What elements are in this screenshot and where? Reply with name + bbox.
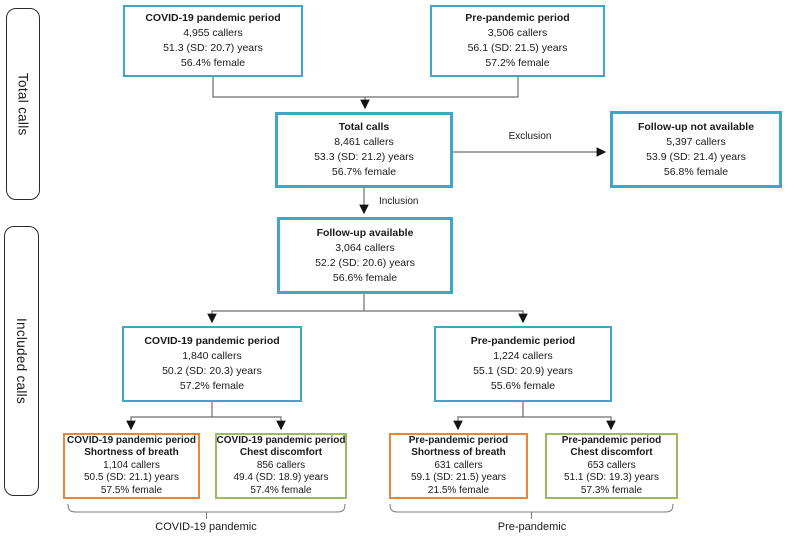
group-label-pre-pandemic: Pre-pandemic bbox=[497, 521, 567, 533]
box-title: Pre-pandemic period bbox=[561, 434, 662, 446]
box-line-age: 51.1 (SD: 19.3) years bbox=[563, 472, 660, 484]
box-line-age: 50.2 (SD: 20.3) years bbox=[162, 365, 262, 377]
box-line-callers: 3,064 callers bbox=[335, 241, 395, 254]
box-subtitle: Shortness of breath bbox=[84, 447, 179, 459]
box-line-female: 21.5% female bbox=[427, 484, 490, 496]
box-total-calls: Total calls 8,461 callers 53.3 (SD: 21.2… bbox=[275, 112, 453, 188]
box-title: COVID-19 pandemic period bbox=[216, 434, 346, 446]
box-line-female: 56.7% female bbox=[331, 166, 397, 178]
box-line-female: 57.2% female bbox=[179, 380, 245, 392]
box-subtitle: Chest discomfort bbox=[570, 447, 653, 459]
box-pre-pandemic-total: Pre-pandemic period 3,506 callers 56.1 (… bbox=[430, 5, 605, 77]
box-line-callers: 5,397 callers bbox=[666, 135, 726, 148]
box-line-female: 57.3% female bbox=[580, 484, 643, 496]
box-line-female: 57.5% female bbox=[100, 484, 163, 496]
box-line-female: 57.2% female bbox=[485, 57, 550, 69]
box-line-callers: 3,506 callers bbox=[487, 27, 548, 39]
box-line-female: 56.8% female bbox=[663, 165, 729, 178]
box-followup-not-available: Follow-up not available 5,397 callers 53… bbox=[610, 111, 782, 188]
box-line-callers: 631 callers bbox=[434, 459, 483, 471]
box-followup-available: Follow-up available 3,064 callers 52.2 (… bbox=[277, 217, 453, 294]
box-title: COVID-19 pandemic period bbox=[67, 434, 196, 446]
box-line-female: 57.4% female bbox=[250, 484, 312, 496]
exclusion-label: Exclusion bbox=[508, 131, 552, 142]
box-line-callers: 1,224 callers bbox=[493, 350, 553, 362]
box-line-callers: 1,840 callers bbox=[182, 350, 242, 362]
box-line-age: 59.1 (SD: 21.5) years bbox=[410, 472, 507, 484]
box-pre-chest-discomfort: Pre-pandemic period Chest discomfort 653… bbox=[545, 433, 678, 499]
sidebar-pill-included-calls: Included calls bbox=[4, 226, 39, 496]
box-line-callers: 653 callers bbox=[587, 459, 636, 471]
sidebar-pill-total-calls: Total calls bbox=[6, 8, 40, 200]
box-line-age: 51.3 (SD: 20.7) years bbox=[163, 42, 263, 54]
box-covid-pandemic-included: COVID-19 pandemic period 1,840 callers 5… bbox=[122, 326, 302, 402]
box-covid-chest-discomfort: COVID-19 pandemic period Chest discomfor… bbox=[215, 433, 347, 499]
box-subtitle: Chest discomfort bbox=[239, 447, 323, 459]
box-title: Follow-up available bbox=[316, 226, 414, 239]
box-title: Follow-up not available bbox=[637, 120, 755, 133]
inclusion-label: Inclusion bbox=[379, 196, 419, 207]
box-line-age: 56.1 (SD: 21.5) years bbox=[467, 42, 568, 54]
box-line-callers: 4,955 callers bbox=[183, 27, 243, 39]
box-title: COVID-19 pandemic period bbox=[145, 12, 281, 24]
box-covid-pandemic-total: COVID-19 pandemic period 4,955 callers 5… bbox=[123, 5, 303, 77]
box-line-age: 50.5 (SD: 21.1) years bbox=[83, 472, 180, 484]
box-line-female: 56.4% female bbox=[180, 57, 246, 69]
box-line-callers: 856 callers bbox=[256, 459, 306, 471]
box-title: Pre-pandemic period bbox=[470, 335, 576, 347]
box-title: COVID-19 pandemic period bbox=[144, 335, 280, 347]
box-title: Pre-pandemic period bbox=[408, 434, 509, 446]
box-line-callers: 8,461 callers bbox=[334, 136, 394, 148]
box-line-callers: 1,104 callers bbox=[103, 459, 160, 471]
box-line-age: 52.2 (SD: 20.6) years bbox=[315, 256, 415, 269]
box-title: Total calls bbox=[338, 121, 390, 133]
box-line-female: 55.6% female bbox=[490, 380, 556, 392]
box-line-age: 55.1 (SD: 20.9) years bbox=[473, 365, 573, 377]
box-pre-pandemic-included: Pre-pandemic period 1,224 callers 55.1 (… bbox=[434, 326, 612, 402]
group-label-covid-pandemic: COVID-19 pandemic bbox=[155, 521, 257, 533]
box-subtitle: Shortness of breath bbox=[411, 447, 506, 459]
sidebar-pill-included-calls-label: Included calls bbox=[14, 318, 29, 404]
box-line-age: 53.3 (SD: 21.2) years bbox=[314, 151, 414, 163]
box-line-female: 56.6% female bbox=[332, 271, 398, 284]
box-title: Pre-pandemic period bbox=[465, 12, 570, 24]
box-line-age: 49.4 (SD: 18.9) years bbox=[233, 472, 329, 484]
box-pre-shortness-of-breath: Pre-pandemic period Shortness of breath … bbox=[389, 433, 528, 499]
box-line-age: 53.9 (SD: 21.4) years bbox=[646, 150, 746, 163]
box-covid-shortness-of-breath: COVID-19 pandemic period Shortness of br… bbox=[63, 433, 200, 499]
sidebar-pill-total-calls-label: Total calls bbox=[15, 72, 31, 136]
